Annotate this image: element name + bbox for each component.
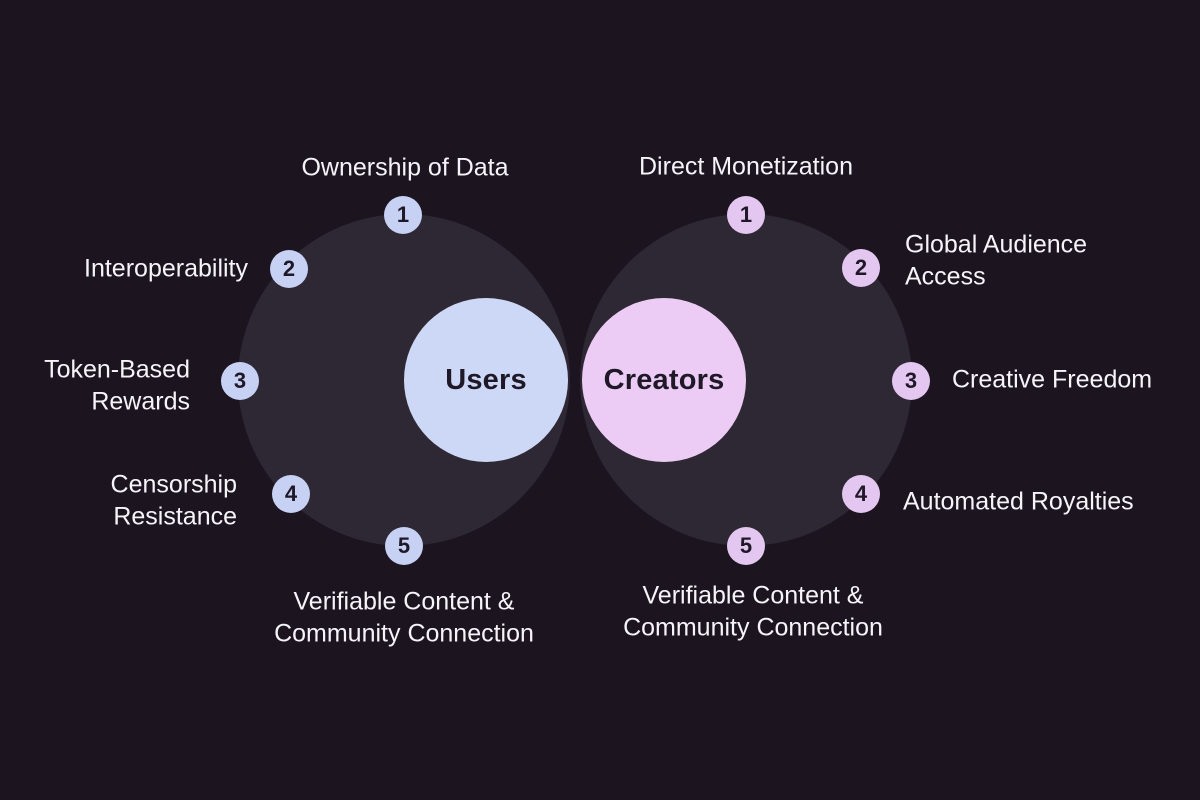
users-item-label-4: Censorship Resistance (110, 470, 237, 531)
users-item-badge-2: 2 (270, 250, 308, 288)
creators-circle: Creators (582, 298, 746, 462)
users-item-label-1: Ownership of Data (301, 153, 509, 182)
creators-item-label-4: Automated Royalties (903, 487, 1134, 516)
users-item-label-3: Token-Based Rewards (44, 355, 190, 416)
creators-item-badge-3: 3 (892, 362, 930, 400)
creators-item-badge-2: 2 (842, 249, 880, 287)
users-item-badge-5: 5 (385, 527, 423, 565)
users-circle: Users (404, 298, 568, 462)
creators-item-label-2: Global Audience Access (905, 230, 1088, 291)
creators-item-badge-1: 1 (727, 196, 765, 234)
users-circle-label: Users (445, 363, 527, 396)
creators-item-badge-5: 5 (727, 527, 765, 565)
creators-item-label-5: Verifiable Content & Community Connectio… (623, 581, 883, 642)
creators-item-label-3: Creative Freedom (952, 365, 1153, 394)
users-item-badge-4: 4 (272, 475, 310, 513)
creators-item-label-1: Direct Monetization (639, 152, 853, 181)
users-item-badge-1: 1 (384, 196, 422, 234)
creators-item-badge-4: 4 (842, 475, 880, 513)
creators-circle-label: Creators (603, 363, 725, 396)
users-item-badge-3: 3 (221, 362, 259, 400)
users-item-label-5: Verifiable Content & Community Connectio… (274, 587, 534, 648)
users-item-label-2: Interoperability (84, 254, 248, 283)
